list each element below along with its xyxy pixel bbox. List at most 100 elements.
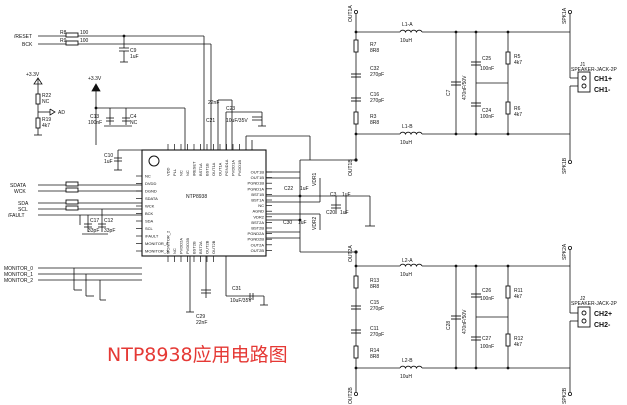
c4-label: C4 [130,114,137,120]
chip-pin-label-top: PVDD1B [237,160,242,176]
l1b-label: L1-B [402,124,413,130]
c21-label: C21 [206,118,215,124]
chip-pin-label-bottom: BST2B [192,241,197,254]
input-fault-label: /FAULT [8,213,25,219]
c9-value: 1uF [130,54,139,60]
c32-value: 270pF [370,72,384,78]
c27-label: C27 [482,336,491,342]
j1-label: J1 [580,62,586,68]
l1a-label: L1-A [402,22,413,28]
r7-label: R7 [370,42,377,48]
r13-label: R13 [370,278,379,284]
net-out2a: OUT2A [348,245,354,262]
speaker-jacks [577,71,591,328]
chip-pin-label-right: OUT1B [251,170,265,175]
r19-value: 4k7 [42,123,50,129]
net-spk2b: SPK2B [562,387,568,404]
r11-label: R11 [514,288,523,294]
r13-value: 8R8 [370,284,379,290]
j1-title: SPEAKER-JACK-2P [571,67,618,73]
r8-value: 100 [80,30,89,36]
r8-label: R8 [60,30,67,36]
c17-label: C17 [90,218,99,224]
c28-value: 470nF/50V [462,309,468,334]
c27-value: 100nF [480,344,494,350]
c11-value: 270pF [370,332,384,338]
l1b-value: 10uH [400,140,412,146]
input-wck-label: WCK [14,189,26,195]
vdr2-label: VDR2 [312,216,318,230]
net-spk1a: SPK1A [562,7,568,24]
chip-pin-label-right: BST1A [251,198,264,203]
r19-label: R19 [42,117,51,123]
input-bck-label: BCK [22,42,33,48]
chip-pin-label-bottom: PVDD2B [185,238,190,254]
chip-pin-label-top: OUT1A [218,162,223,176]
chip-pin-label-left: DGND [145,189,157,194]
c20-value: 1uF [340,210,349,216]
chip-pin-label-left: DVDD [145,181,156,186]
output-capacitors [351,61,481,341]
chip-pin-label-right: OUT2B [251,248,265,253]
c25-label: C25 [482,56,491,62]
c15-label: C15 [370,300,379,306]
r5-value: 4k7 [514,60,522,66]
chip-pin-label-left: SDATA [145,196,158,201]
r22-label: R22 [42,93,51,99]
monitor-2-label: MONITOR_2 [4,278,33,284]
chip-pin-label-top: OUT1A [211,162,216,176]
c10-value: 1uF [104,159,113,165]
net-out1a: OUT1A [348,5,354,22]
l2a-label: L2-A [402,258,413,264]
c30-value: 1uF [298,220,307,226]
j1-pin-ch1-plus: CH1+ [594,76,612,83]
vcc-mid-label: +3.3V [88,76,102,82]
c9-label: C9 [130,48,137,54]
c32-label: C32 [370,66,379,72]
chip-pin-label-right: OUT2A [251,242,265,247]
monitor-1-label: MONITOR_1 [4,272,33,278]
c24-value: 100nF [480,114,494,120]
c24-label: C24 [482,108,491,114]
chip-pin-label-bottom: OUT2B [211,240,216,254]
c12-label: C12 [104,218,113,224]
power-symbols [33,9,573,396]
chip-pin-label-right: AGND [252,209,264,214]
figure-caption: NTP8938应用电路图 [107,344,288,366]
r9-value: 100 [80,38,89,44]
chip-pin-label-right: PGND2B [248,237,265,242]
chip-pin-label-bottom: MONITOR_2 [166,230,171,254]
j2-title: SPEAKER-JACK-2P [571,301,618,307]
chip-ntp8938: NTP8938 [136,144,272,262]
j2-pin-ch2-plus: CH2+ [594,311,612,318]
c29-value: 22nF [196,320,207,326]
chip-pin-label-right: BST1B [251,192,264,197]
monitor-0-label: MONITOR_0 [4,266,33,272]
chip-pin-label-right: BST2A [251,220,264,225]
r22-value: NC [42,99,50,105]
input-scl-label: SCL [18,207,28,213]
chip-pin-label-left: /FAULT [145,234,159,239]
chip-pin-label-top: BST1B [205,163,210,176]
chip-pin-label-top: NC [185,170,190,176]
input-reset-label: /RESET [14,34,32,40]
chip-pin-label-top: NC [179,170,184,176]
r3-value: 8R8 [370,120,379,126]
c15-value: 270pF [370,306,384,312]
c28-label: C28 [446,321,452,330]
chip-pin-label-left: WCK [145,204,155,209]
r6-value: 4k7 [514,112,522,118]
l2a-value: 10uH [400,272,412,278]
chip-pin-label-top: PLL [172,168,177,176]
c26-label: C26 [482,288,491,294]
l2b-value: 10uH [400,374,412,380]
c22-label: C22 [284,186,293,192]
r7-value: 8R8 [370,48,379,54]
chip-pin-label-top: BST1A [198,163,203,176]
r6-label: R6 [514,106,521,112]
c20-label: C20 [326,210,335,216]
net-out1b: OUT1B [348,159,354,176]
c16-label: C16 [370,92,379,98]
chip-pin-label-bottom: OUT2B [205,240,210,254]
j2-pin-ch2-minus: CH2- [594,322,611,329]
